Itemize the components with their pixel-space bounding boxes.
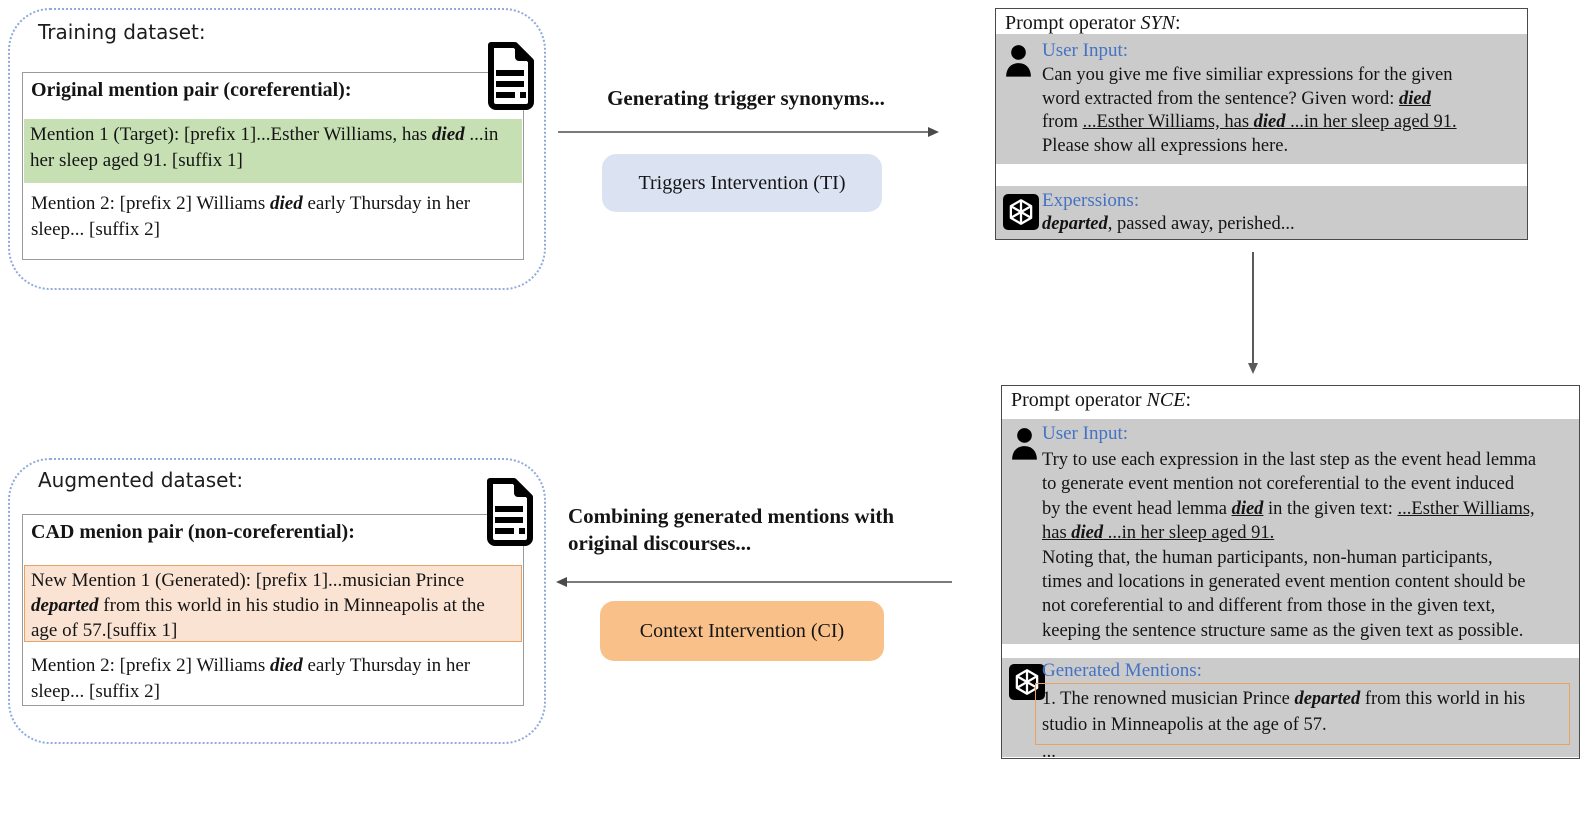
flow-top-label: Generating trigger synonyms... xyxy=(607,86,885,110)
context-intervention-badge: Context Intervention (CI) xyxy=(600,601,884,661)
triggers-intervention-badge: Triggers Intervention (TI) xyxy=(602,154,882,212)
arrow-right-head-icon xyxy=(928,127,939,137)
nce-user-input-label: User Input: xyxy=(1042,423,1129,444)
nce-generated-mentions-label: Generated Mentions: xyxy=(1042,660,1202,681)
mention2-row: Mention 2: [prefix 2] Williams died earl… xyxy=(31,193,471,240)
arrow-left-line xyxy=(567,581,952,583)
arrow-left-head-icon xyxy=(556,577,567,587)
user-icon xyxy=(1011,427,1038,463)
generated-mentions-ellipsis: ... xyxy=(1042,742,1056,762)
syn-expressions-label: Experssions: xyxy=(1042,190,1140,211)
nce-response-block: Generated Mentions: 1. The renowned musi… xyxy=(1002,658,1579,762)
document-icon xyxy=(481,476,537,546)
arrow-right-line xyxy=(558,131,928,133)
training-dataset-label: Training dataset: xyxy=(38,20,206,44)
document-icon xyxy=(482,40,538,110)
nce-box-title: Prompt operator NCE: xyxy=(1011,389,1191,411)
augmented-table-header: CAD menion pair (non-coreferential): xyxy=(31,521,355,543)
training-mention-table: Original mention pair (coreferential): M… xyxy=(22,72,524,260)
augmented-mention-table: CAD menion pair (non-coreferential): New… xyxy=(22,514,524,706)
prompt-operator-nce-box: Prompt operator NCE: User Input: Try to … xyxy=(1001,385,1580,762)
syn-response-block: Experssions: departed, passed away, peri… xyxy=(996,186,1527,239)
user-icon xyxy=(1005,44,1032,80)
mention1-target-row: Mention 1 (Target): [prefix 1]...Esther … xyxy=(24,119,522,183)
openai-icon xyxy=(1009,664,1045,700)
generated-mention-box: 1. The renowned musician Prince departed… xyxy=(1035,683,1570,745)
nce-user-input-block: User Input: Try to use each expression i… xyxy=(1002,419,1579,644)
syn-user-input-block: User Input: Can you give me five similia… xyxy=(996,34,1527,164)
arrow-down-line xyxy=(1252,252,1254,364)
mention2-row: Mention 2: [prefix 2] Williams died earl… xyxy=(31,655,471,702)
syn-box-title: Prompt operator SYN: xyxy=(1005,12,1181,34)
openai-icon xyxy=(1003,194,1039,230)
syn-user-input-label: User Input: xyxy=(1042,40,1129,61)
augmented-dataset-label: Augmented dataset: xyxy=(38,468,244,492)
syn-expressions-text: departed, passed away, perished... xyxy=(1042,214,1295,234)
syn-user-input-text: Can you give me five similiar expression… xyxy=(1042,65,1457,156)
prompt-operator-syn-box: Prompt operator SYN: User Input: Can you… xyxy=(995,8,1528,240)
nce-user-input-text: Try to use each expression in the last s… xyxy=(1042,450,1537,641)
new-mention1-generated-row: New Mention 1 (Generated): [prefix 1]...… xyxy=(24,565,522,642)
arrow-down-head-icon xyxy=(1248,363,1258,374)
training-table-header: Original mention pair (coreferential): xyxy=(31,79,352,101)
